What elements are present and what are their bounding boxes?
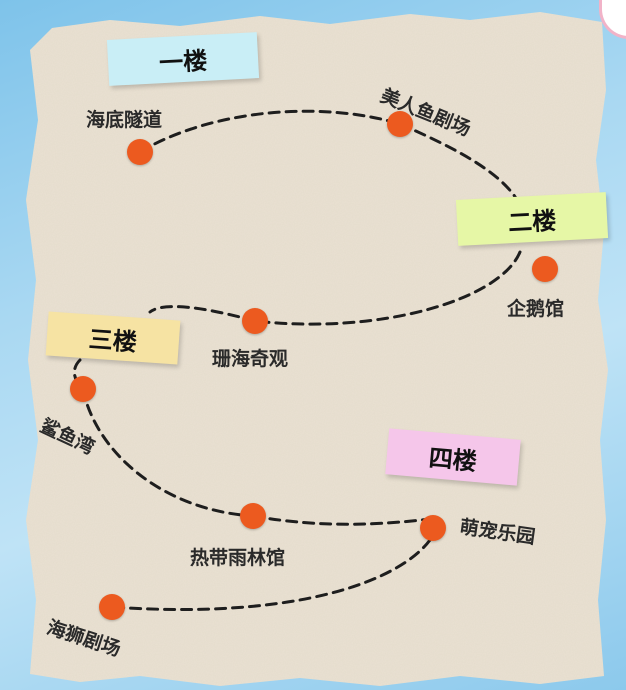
stop-marker[interactable] (240, 503, 266, 529)
floor-note-2: 二楼 (455, 192, 609, 246)
floor-note-3: 三楼 (45, 311, 181, 365)
floor-label: 一楼 (158, 46, 208, 77)
stop-label: 珊海奇观 (212, 348, 289, 370)
floor-label: 三楼 (87, 324, 138, 357)
stop-marker[interactable] (127, 139, 153, 165)
stop-label: 海底隧道 (86, 109, 163, 131)
stop-marker[interactable] (70, 376, 96, 402)
stop-marker[interactable] (387, 111, 413, 137)
paper-sheet (26, 12, 608, 686)
stop-label: 企鹅馆 (507, 298, 565, 320)
route-path (72, 109, 522, 611)
stop-marker[interactable] (99, 594, 125, 620)
stop-marker[interactable] (420, 515, 446, 541)
floor-label: 四楼 (427, 443, 478, 476)
floor-note-1: 一楼 (106, 32, 260, 86)
stop-marker[interactable] (242, 308, 268, 334)
stop-label: 热带雨林馆 (190, 547, 286, 569)
floor-label: 二楼 (507, 206, 557, 237)
stop-marker[interactable] (532, 256, 558, 282)
